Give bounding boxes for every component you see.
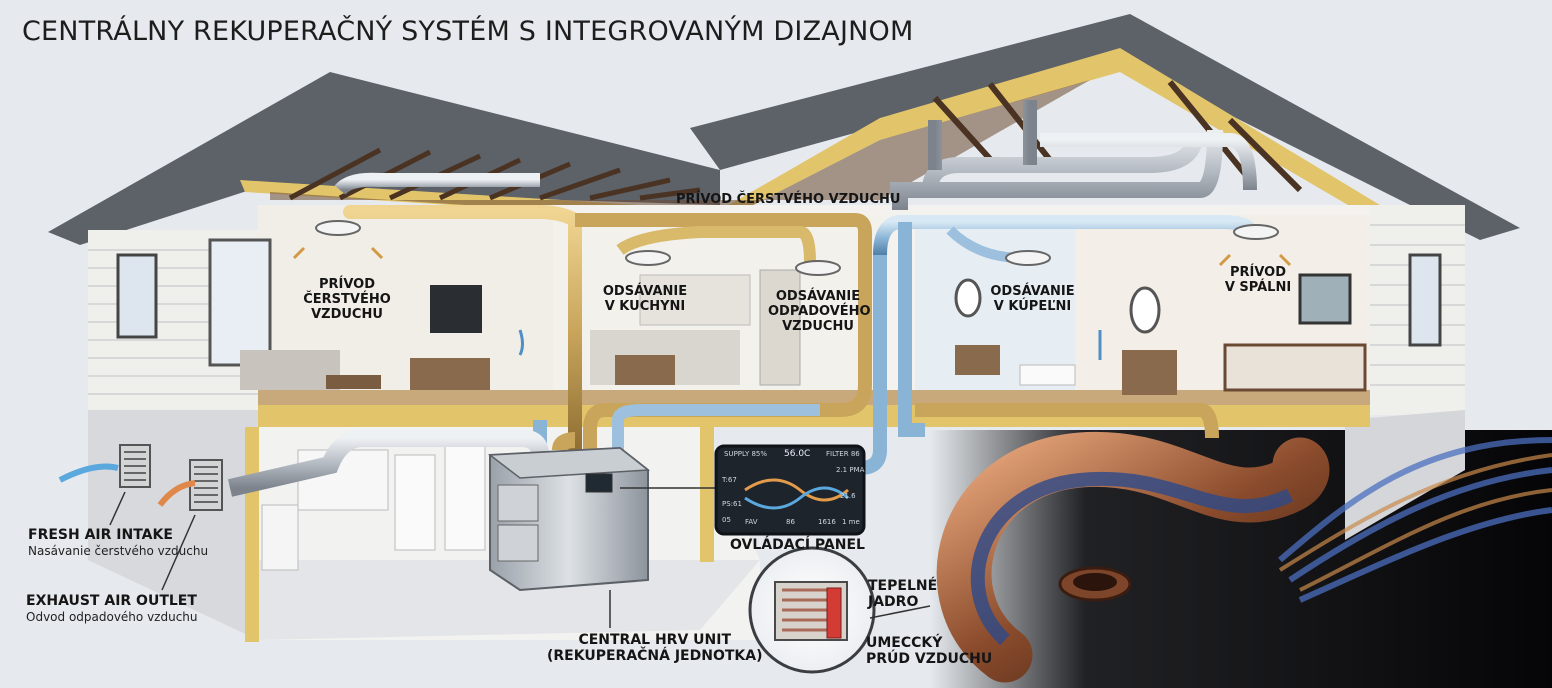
living-supply-label: PRÍVOD ČERSTVÉHO VZDUCHU bbox=[282, 277, 412, 323]
bed bbox=[1122, 273, 1367, 395]
airflow-arrow-icon bbox=[58, 463, 119, 483]
label-line: VZDUCHU bbox=[782, 318, 854, 334]
waste-extract-label: ODSÁVANIE ODPADOVÉHO VZDUCHU bbox=[768, 289, 871, 335]
panel-right-value: 21.6 bbox=[840, 492, 856, 500]
panel-bottom-value: FAV bbox=[745, 518, 758, 526]
hrv-unit-label: CENTRAL HRV UNIT (REKUPERAČNÁ JEDNOTKA) bbox=[547, 632, 763, 664]
airflow-swirl bbox=[936, 431, 1552, 683]
hrv-unit bbox=[487, 446, 720, 592]
intake-grille-icon bbox=[119, 444, 151, 488]
panel-header-mid: 56.0C bbox=[784, 449, 811, 459]
label-line: ODSÁVANIE bbox=[990, 284, 1075, 299]
panel-bottom-value: 1 me bbox=[842, 518, 860, 526]
page-title: CENTRÁLNY REKUPERAČNÝ SYSTÉM S INTEGROVA… bbox=[22, 16, 914, 47]
airflow-arrow-icon bbox=[157, 480, 196, 507]
panel-bottom-value: 1616 bbox=[818, 518, 836, 526]
sofa bbox=[240, 350, 340, 390]
heat-core-label: TEPELNÉ JADRO bbox=[868, 578, 937, 610]
label-line: V KÚPEĽNI bbox=[993, 298, 1072, 314]
label-line: V KUCHYNI bbox=[604, 298, 686, 314]
panel-right-value: 2.1 PMA bbox=[836, 466, 865, 474]
label-line: TEPELNÉ bbox=[868, 578, 938, 594]
exhaust-grille-icon bbox=[189, 459, 223, 511]
bedroom-supply-label: PRÍVOD V SPÁLNI bbox=[1218, 265, 1298, 296]
ceiling-diffuser-icon bbox=[315, 220, 1279, 276]
panel-header-right: FILTER 86 bbox=[826, 450, 860, 458]
kitchen-extract-label: ODSÁVANIE V KUCHYNI bbox=[600, 284, 690, 315]
caption-sub: Odvod odpadového vzduchu bbox=[26, 610, 198, 625]
caption-sub: Nasávanie čerstvého vzduchu bbox=[28, 544, 209, 559]
panel-left-value: PS:61 bbox=[722, 500, 742, 508]
label-line: ODSÁVANIE bbox=[602, 284, 688, 299]
panel-left-value: T:67 bbox=[722, 476, 737, 484]
label-line: UMECCKÝ bbox=[866, 635, 943, 651]
bathroom-extract-label: ODSÁVANIE V KÚPEĽNI bbox=[985, 284, 1080, 315]
exhaust-outlet-label: EXHAUST AIR OUTLET Odvod odpadového vzdu… bbox=[26, 593, 198, 625]
heat-exchanger-core-icon bbox=[748, 546, 931, 674]
fresh-intake-label: FRESH AIR INTAKE Nasávanie čerstvého vzd… bbox=[28, 527, 208, 559]
control-panel-screen bbox=[714, 444, 866, 536]
window bbox=[208, 238, 272, 367]
panel-header-left: SUPPLY 85% bbox=[724, 450, 768, 458]
label-line: PRÍVOD bbox=[1229, 265, 1287, 280]
caption-title: FRESH AIR INTAKE bbox=[28, 527, 173, 543]
upper-floor bbox=[208, 205, 1370, 427]
leader-lines bbox=[109, 491, 611, 628]
airflow-art-label: UMECCKÝ PRÚD VZDUCHU bbox=[866, 635, 992, 667]
panel-left-value: 05 bbox=[722, 516, 731, 524]
label-line: VZDUCHU bbox=[311, 306, 383, 322]
label-line: PRÍVOD ČERSTVÉHO bbox=[303, 277, 391, 307]
kitchen bbox=[590, 269, 801, 386]
caption-title: CENTRAL HRV UNIT bbox=[578, 632, 732, 648]
metal-ducts bbox=[227, 100, 1257, 497]
airflow-arrow-icon bbox=[518, 329, 1102, 360]
label-line: PRÚD VZDUCHU bbox=[866, 651, 993, 668]
label-line: JADRO bbox=[868, 594, 919, 611]
supply-ducts bbox=[343, 205, 1219, 457]
bathtub bbox=[954, 278, 1076, 386]
panel-bottom-value: 86 bbox=[786, 518, 795, 526]
control-panel-label: OVLÁDACÍ PANEL bbox=[730, 537, 865, 553]
label-line: V SPÁLNI bbox=[1224, 279, 1292, 295]
label-line: ODPADOVÉHO bbox=[768, 303, 871, 319]
airflow-arrow-icon bbox=[292, 246, 1292, 267]
label-line: ODSÁVANIE bbox=[775, 289, 861, 304]
caption-title: EXHAUST AIR OUTLET bbox=[26, 593, 197, 609]
caption-sub: (REKUPERAČNÁ JEDNOTKA) bbox=[547, 648, 763, 665]
tv bbox=[430, 285, 482, 333]
duct-supply-label: PRÍVOD ČERSTVÉHO VZDUCHU bbox=[676, 192, 901, 207]
